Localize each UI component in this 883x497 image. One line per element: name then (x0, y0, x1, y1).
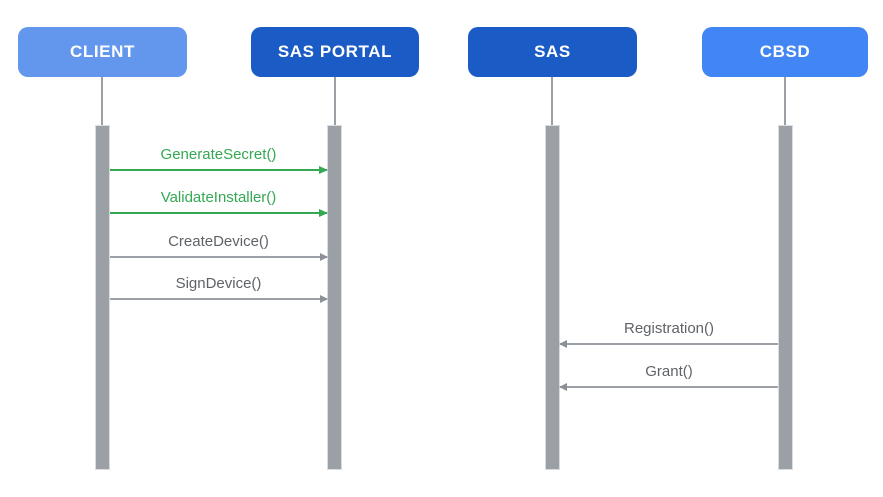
arrow-left-icon (559, 383, 567, 391)
actor-label-sas-portal: SAS PORTAL (277, 42, 393, 61)
message-label: Grant() (645, 363, 693, 380)
actor-label-cbsd: CBSD (759, 42, 811, 61)
message-label: ValidateInstaller() (160, 189, 277, 206)
lifeline-client (101, 77, 103, 125)
message-arrow-line (559, 383, 778, 391)
message-registration: Registration() (559, 315, 778, 348)
lifeline-sas-portal (334, 77, 336, 125)
activation-bar-sas-portal (327, 125, 342, 470)
arrow-left-icon (559, 340, 567, 348)
arrow-right-icon (319, 166, 328, 174)
lifeline-cbsd (784, 77, 786, 125)
message-arrow-line (110, 253, 328, 261)
actor-box-cbsd: CBSD (702, 27, 868, 77)
actor-box-sas: SAS (468, 27, 637, 77)
message-arrow-line (559, 340, 778, 348)
message-validate-installer: ValidateInstaller() (110, 184, 328, 217)
arrow-right-icon (320, 253, 328, 261)
message-create-device: CreateDevice() (110, 228, 328, 261)
arrow-right-icon (319, 209, 328, 217)
message-label: SignDevice() (175, 275, 262, 292)
activation-bar-sas (545, 125, 560, 470)
message-generate-secret: GenerateSecret() (110, 141, 328, 174)
message-label: CreateDevice() (168, 233, 269, 250)
message-label: Registration() (623, 320, 715, 337)
actor-label-client: CLIENT (70, 42, 135, 61)
message-label: GenerateSecret() (160, 146, 277, 163)
message-sign-device: SignDevice() (110, 270, 328, 303)
lifeline-sas (551, 77, 553, 125)
arrow-right-icon (320, 295, 328, 303)
message-arrow-line (110, 209, 328, 217)
message-grant: Grant() (559, 358, 778, 391)
message-arrow-line (110, 295, 328, 303)
activation-bar-client (95, 125, 110, 470)
actor-box-client: CLIENT (18, 27, 187, 77)
actor-box-sas-portal: SAS PORTAL (251, 27, 419, 77)
actor-label-sas: SAS (534, 42, 571, 61)
message-arrow-line (110, 166, 328, 174)
activation-bar-cbsd (778, 125, 793, 470)
